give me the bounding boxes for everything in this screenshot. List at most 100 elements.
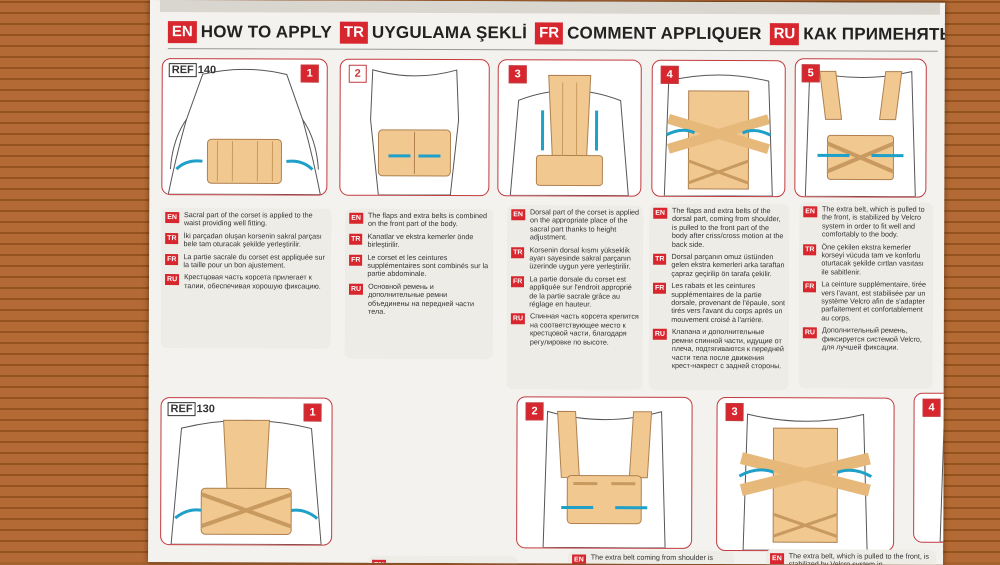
instruction-text: La partie sacrale du corset est appliqué… bbox=[183, 251, 325, 270]
front-belt-illustration bbox=[542, 410, 666, 548]
instruction-text: La partie dorsale du corset est appliqué… bbox=[529, 274, 632, 309]
step-number: 2 bbox=[525, 402, 544, 421]
language-tag: FR bbox=[165, 253, 179, 265]
instruction-text: Les rabats et les ceintures supplémentai… bbox=[671, 281, 785, 325]
language-tag: EN bbox=[572, 554, 586, 565]
instruction-text: Korsenin dorsal kısmı yükseklik ayarı sa… bbox=[529, 244, 631, 272]
text-ru: RU Дополнительный ремень, фиксируется сис… bbox=[802, 325, 929, 353]
instruction-text: Основной ремень и дополнительные ремни о… bbox=[368, 281, 475, 316]
text-tr: TR Öne çekilen ekstra kemerler korseyi vü… bbox=[803, 241, 929, 277]
ref140-step1-text: EN Sacral part of the corset is applied t… bbox=[160, 208, 332, 349]
text-fr: FR La partie dorsale du corset est appliq… bbox=[511, 274, 639, 309]
lang-tag-ru: RU bbox=[769, 23, 800, 46]
language-tag: RU bbox=[348, 283, 364, 295]
header-title-ru: КАК ПРИМЕНЯТЬ bbox=[803, 24, 945, 44]
cross-straps-illustration bbox=[738, 413, 873, 551]
instruction-text: The extra belt, which is pulled to the f… bbox=[788, 551, 930, 565]
text-en: EN Sacral part of the corset is applied t… bbox=[165, 210, 327, 228]
header-title-fr: COMMENT APPLIQUER bbox=[567, 23, 762, 44]
language-tag: TR bbox=[349, 233, 363, 245]
step-number: 3 bbox=[508, 65, 527, 84]
product-photo-edge bbox=[159, 0, 940, 15]
step-number: 5 bbox=[801, 64, 820, 83]
language-tag: TR bbox=[803, 243, 817, 255]
instruction-text: Dorsal part of the corset is applied on … bbox=[529, 207, 640, 242]
language-tag: EN bbox=[165, 212, 179, 224]
language-tag: EN bbox=[372, 559, 386, 565]
step-number: 4 bbox=[660, 65, 679, 84]
instruction-text: Спинная часть корсета крепится на соотве… bbox=[529, 311, 639, 347]
language-tag: RU bbox=[802, 327, 817, 339]
language-tag: FR bbox=[652, 283, 667, 295]
ref140-step2-panel: 2 bbox=[339, 58, 490, 197]
ref130-step3-text: EN The extra belt coming from shoulder is bbox=[568, 550, 735, 565]
instruction-text: Крестцовая часть корсета прилегает к тал… bbox=[184, 272, 321, 291]
back-brace-illustration bbox=[170, 419, 322, 545]
text-fr: FR La partie sacrale du corset est appliq… bbox=[165, 251, 327, 270]
instruction-text: Le corset et les ceintures supplémentair… bbox=[367, 252, 489, 279]
language-tag: FR bbox=[511, 276, 525, 288]
criss-cross-illustration bbox=[663, 74, 773, 197]
text-ru: RU Клапана и дополнительные ремни спинной… bbox=[652, 327, 785, 371]
ref140-step5-panel: 5 bbox=[794, 58, 927, 198]
language-tag: TR bbox=[511, 246, 525, 258]
step-number: 4 bbox=[922, 398, 941, 417]
instructions-header: EN HOW TO APPLY TR UYGULAMA ŞEKLİ FR COM… bbox=[167, 19, 945, 48]
step-number: 2 bbox=[348, 64, 367, 83]
language-tag: EN bbox=[770, 553, 784, 565]
language-tag: TR bbox=[165, 232, 179, 244]
instruction-text: Дополнительный ремень, фиксируется систе… bbox=[821, 325, 922, 352]
language-tag: EN bbox=[349, 212, 363, 224]
waist-wrap-illustration bbox=[167, 68, 321, 195]
language-tag: RU bbox=[510, 313, 526, 325]
velcro-fix-illustration bbox=[804, 70, 916, 197]
language-tag: FR bbox=[802, 281, 817, 293]
instruction-text: Öne çekilen ekstra kemerler korseyi vücu… bbox=[821, 241, 924, 277]
ref140-step2-text: EN The flaps and extra belts is combined … bbox=[344, 208, 494, 360]
ref140-step4-panel: 4 bbox=[651, 59, 786, 198]
header-title-en: HOW TO APPLY bbox=[200, 22, 332, 42]
step-number: 1 bbox=[303, 403, 322, 422]
text-fr: FR Les rabats et les ceintures supplément… bbox=[652, 281, 785, 325]
language-tag: EN bbox=[803, 206, 818, 218]
text-en: EN The extra belt, which is pulled to the… bbox=[770, 551, 932, 565]
header-divider bbox=[167, 48, 938, 52]
instruction-text: Kanatlar ve ekstra kemerler önde birleşt… bbox=[367, 231, 474, 250]
ref130-step4-text: EN The extra belt, which is pulled to the… bbox=[766, 549, 937, 565]
text-en: EN The extra belt coming from shoulder is bbox=[572, 552, 730, 565]
instruction-text: The extra belt, which is pulled to the f… bbox=[821, 204, 925, 239]
language-tag: EN bbox=[511, 209, 526, 221]
text-tr: TR İki parçadan oluşan korsenin sakral pa… bbox=[165, 230, 327, 249]
text-tr: TR Korsenin dorsal kısmı yükseklik ayarı … bbox=[511, 244, 639, 272]
language-tag: RU bbox=[652, 329, 667, 341]
instruction-text: İki parçadan oluşan korsenin sakral parç… bbox=[183, 230, 322, 249]
instruction-text: The flaps and extra belts of the dorsal … bbox=[671, 205, 784, 249]
language-tag: RU bbox=[165, 274, 180, 286]
instruction-text: Sacral part of the corset is applied to … bbox=[183, 210, 313, 228]
dorsal-part-illustration bbox=[509, 74, 629, 196]
step-number: 1 bbox=[300, 64, 319, 83]
instruction-sheet: EN HOW TO APPLY TR UYGULAMA ŞEKLİ FR COM… bbox=[148, 0, 945, 565]
language-tag: EN bbox=[653, 207, 668, 219]
lang-tag-en: EN bbox=[167, 21, 197, 44]
instruction-text: Dorsal parçanın omuz üstünden gelen ekst… bbox=[671, 251, 785, 279]
lang-tag-fr: FR bbox=[535, 22, 564, 45]
ref130-step2-text: EN bbox=[367, 555, 519, 565]
instruction-text: The extra belt coming from shoulder is bbox=[590, 552, 714, 562]
text-en: EN The flaps and extra belts is combined … bbox=[349, 210, 489, 229]
language-tag: FR bbox=[349, 254, 363, 266]
instruction-text: The flaps and extra belts is combined on… bbox=[367, 210, 488, 229]
instruction-text: Клапана и дополнительные ремни спинной ч… bbox=[671, 327, 784, 371]
text-tr: TR Kanatlar ve ekstra kemerler önde birle… bbox=[349, 231, 489, 250]
